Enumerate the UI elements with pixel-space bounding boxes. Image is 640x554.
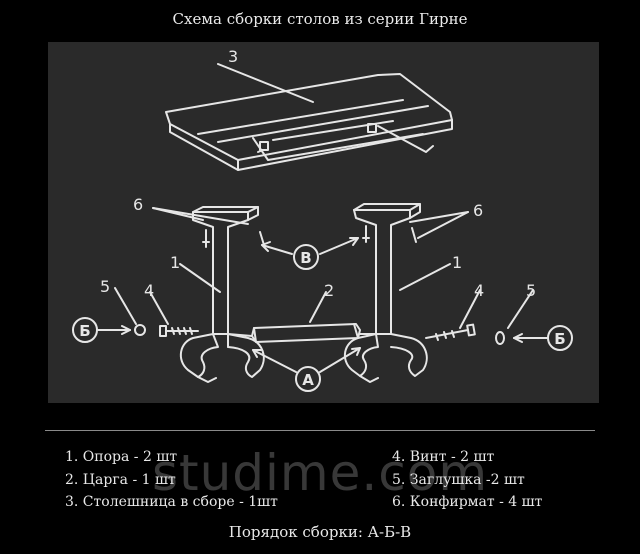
assembly-order: Порядок сборки: А-Б-В xyxy=(228,523,412,541)
step-v-circle xyxy=(293,244,319,270)
diagram-title: Схема сборки столов из серии Гирне xyxy=(172,10,468,28)
part-item: 4. Винт - 2 шт xyxy=(392,449,495,465)
part-item: 2. Царга - 1 шт xyxy=(65,471,176,488)
confirmat-left-leader-b xyxy=(152,207,249,225)
screw-left-leader xyxy=(149,291,169,325)
callout-4-left-label: 4 xyxy=(144,281,154,300)
plug-right xyxy=(495,331,505,345)
plug-right-leader xyxy=(507,289,534,329)
part-item: 1. Опора - 2 шт xyxy=(65,449,178,465)
plug-left xyxy=(134,324,146,336)
part-item: 5. Заглушка -2 шт xyxy=(392,471,525,488)
screw-right xyxy=(425,323,476,341)
apron-leader xyxy=(309,291,327,323)
left-support xyxy=(179,206,265,383)
step-a-arrow-left xyxy=(252,349,297,373)
confirmat-right-leader-b xyxy=(417,211,469,239)
callout-1-left-label: 1 xyxy=(170,253,180,272)
callout-6-left-label: 6 xyxy=(133,195,143,214)
callout-5-right-label: 5 xyxy=(526,281,536,300)
step-a-circle xyxy=(295,366,321,392)
callout-1-right-label: 1 xyxy=(452,253,462,272)
assembly-drawing: 3 2 xyxy=(72,47,573,392)
right-support xyxy=(343,203,428,383)
callout-4-right-label: 4 xyxy=(474,281,484,300)
step-v-arrow-left xyxy=(261,244,293,255)
plug-left-leader xyxy=(114,287,137,325)
confirmat-screws xyxy=(202,225,417,248)
callout-6-right-label: 6 xyxy=(473,201,483,220)
callout-2-label: 2 xyxy=(324,281,334,300)
callout-5-left-label: 5 xyxy=(100,277,110,296)
screw-left xyxy=(159,325,199,337)
part-item: 6. Конфирмат - 4 шт xyxy=(392,494,543,510)
step-b-left-label: Б xyxy=(79,322,90,340)
support-right-leader xyxy=(399,263,451,291)
separator-line xyxy=(45,430,595,431)
step-v-arrow-right xyxy=(319,237,359,255)
screw-right-leader xyxy=(459,289,481,329)
support-left-leader xyxy=(179,263,221,293)
part-item: 3. Столешница в сборе - 1шт xyxy=(65,494,278,510)
apron xyxy=(227,323,377,343)
tabletop-leader xyxy=(217,63,314,103)
assembly-diagram: 3 2 xyxy=(48,42,599,403)
callout-3-label: 3 xyxy=(228,47,238,66)
step-a-label: А xyxy=(302,371,314,389)
parts-list-right-column: 4. Винт - 2 шт 5. Заглушка -2 шт 6. Конф… xyxy=(392,446,542,514)
step-a-arrow-right xyxy=(319,347,361,373)
parts-list-left-column: 1. Опора - 2 шт 2. Царга - 1 шт 3. Столе… xyxy=(65,446,278,514)
tabletop-assembly xyxy=(165,73,453,171)
step-b-right-label: Б xyxy=(554,330,565,348)
confirmat-right-leader-a xyxy=(409,211,469,223)
step-v-label: В xyxy=(300,249,311,267)
